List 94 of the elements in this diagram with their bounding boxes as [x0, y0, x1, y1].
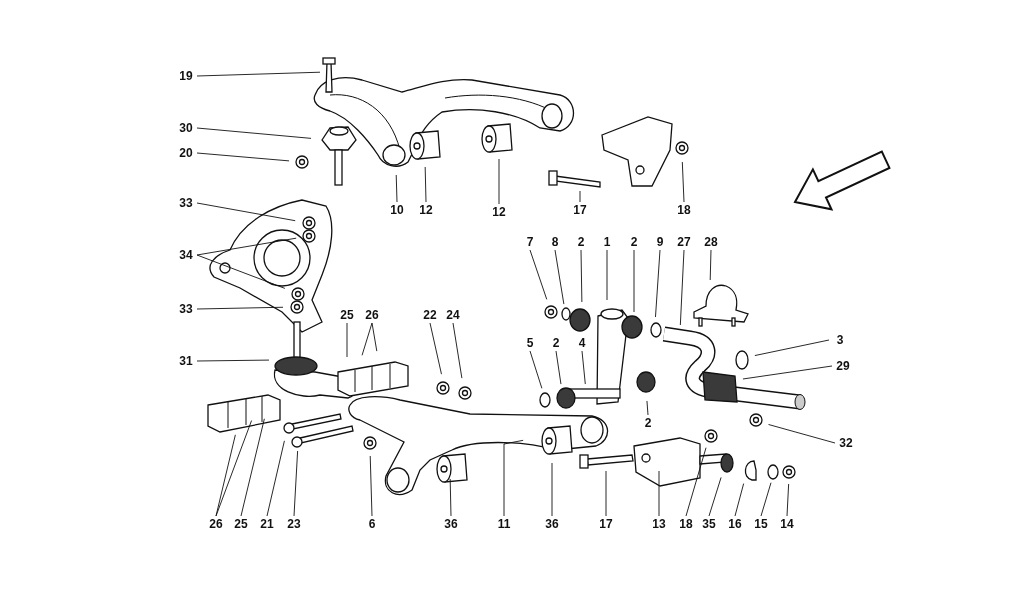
callout-number: 33	[175, 195, 197, 211]
leader-line	[742, 365, 833, 380]
leader-line	[554, 249, 565, 305]
leader-line	[681, 161, 685, 203]
callout-number: 36	[541, 516, 563, 532]
leader-line	[196, 152, 290, 162]
leader-line	[371, 322, 378, 352]
leader-line	[293, 450, 299, 517]
leader-line	[215, 420, 252, 517]
callout-number: 17	[569, 202, 591, 218]
callout-number: 20	[175, 145, 197, 161]
leader-line	[655, 249, 661, 318]
callout-number: 18	[675, 516, 697, 532]
callout-number: 2	[637, 415, 659, 431]
leader-line	[679, 249, 685, 326]
callout-number: 25	[230, 516, 252, 532]
leader-line	[708, 476, 722, 517]
callout-number: 24	[442, 307, 464, 323]
leader-line	[266, 440, 285, 517]
leader-line	[709, 249, 712, 281]
callout-number: 34	[175, 247, 197, 263]
callout-number: 26	[361, 307, 383, 323]
leader-line	[734, 483, 745, 517]
leader-line	[196, 237, 297, 256]
callout-number: 12	[415, 202, 437, 218]
callout-number: 22	[419, 307, 441, 323]
callout-number: 5	[519, 335, 541, 351]
leader-line	[196, 359, 270, 362]
callout-number: 36	[440, 516, 462, 532]
leader-line	[768, 424, 836, 444]
leader-line	[633, 249, 635, 313]
leader-line	[196, 254, 286, 289]
leader-line	[529, 350, 543, 389]
callout-number: 25	[336, 307, 358, 323]
callout-number: 28	[700, 234, 722, 250]
leader-line	[658, 470, 660, 517]
callout-number: 31	[175, 353, 197, 369]
leader-line	[196, 306, 284, 310]
callout-number: 17	[595, 516, 617, 532]
leader-line	[369, 455, 373, 517]
leader-line	[605, 470, 607, 517]
leader-line	[754, 339, 830, 356]
callout-number: 32	[835, 435, 857, 451]
callout-number: 27	[673, 234, 695, 250]
callout-number: 2	[545, 335, 567, 351]
leader-line	[449, 478, 452, 517]
callout-number: 21	[256, 516, 278, 532]
leader-line	[361, 322, 373, 356]
callout-number: 29	[832, 358, 854, 374]
leader-line	[579, 190, 581, 203]
leader-line	[786, 483, 790, 517]
callout-number: 35	[698, 516, 720, 532]
leader-line	[580, 249, 583, 303]
callout-number: 26	[205, 516, 227, 532]
callout-number: 2	[570, 234, 592, 250]
callout-number: 1	[596, 234, 618, 250]
callout-number: 30	[175, 120, 197, 136]
callout-number: 9	[649, 234, 671, 250]
callout-number: 14	[776, 516, 798, 532]
callout-number: 3	[829, 332, 851, 348]
callout-number: 6	[361, 516, 383, 532]
callout-number: 2	[623, 234, 645, 250]
callout-number: 13	[648, 516, 670, 532]
callout-number: 4	[571, 335, 593, 351]
callout-number: 19	[175, 68, 197, 84]
leader-line	[606, 249, 608, 301]
leader-line	[646, 400, 649, 416]
leader-line	[452, 322, 463, 379]
leader-line	[551, 462, 553, 517]
callout-number: 11	[493, 516, 515, 532]
callout-number: 8	[544, 234, 566, 250]
leader-line	[685, 447, 707, 517]
leader-line	[529, 249, 548, 300]
leader-line	[196, 71, 321, 77]
callout-number: 18	[673, 202, 695, 218]
callout-number: 23	[283, 516, 305, 532]
leader-line	[429, 322, 442, 375]
leader-line	[196, 127, 312, 139]
leader-line	[503, 439, 524, 517]
leader-line	[196, 202, 296, 222]
callout-number: 16	[724, 516, 746, 532]
leader-line	[240, 418, 265, 517]
callout-number: 7	[519, 234, 541, 250]
callout-number: 12	[488, 204, 510, 220]
leader-line	[346, 322, 348, 358]
callout-number: 33	[175, 301, 197, 317]
callout-number: 15	[750, 516, 772, 532]
leader-line	[581, 350, 586, 385]
callout-number: 10	[386, 202, 408, 218]
leader-line	[424, 166, 427, 203]
leader-line	[760, 482, 772, 517]
leader-line	[555, 350, 562, 385]
leader-line	[395, 174, 398, 203]
leader-line	[498, 158, 500, 205]
